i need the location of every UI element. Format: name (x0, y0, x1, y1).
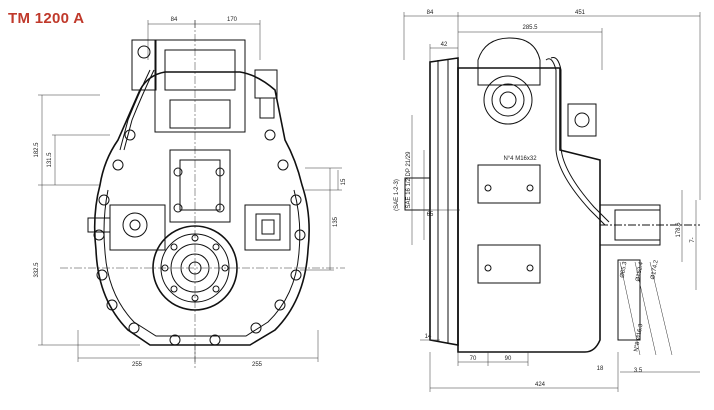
dim-side-d1: Ø85.3 (620, 261, 629, 279)
dim-front-top-right: 170 (227, 17, 238, 23)
dim-side-right-tall: 178.6 (676, 222, 682, 238)
dim-front-top-left: 84 (171, 17, 178, 23)
dim-side-shaft-offset: 65 (427, 212, 434, 218)
dim-front-left-upper: 182.5 (34, 142, 40, 158)
dim-front-bottom-right: 255 (252, 362, 263, 368)
side-view: 84 451 285.5 42 SAE 16 1/2 DP 21/29 (SAE… (394, 10, 701, 392)
dim-side-flange: 42 (441, 42, 448, 48)
dim-front-left-inner: 131.5 (47, 152, 53, 168)
dim-side-top-width: 285.5 (522, 25, 538, 31)
dim-side-small-b: 3.5 (634, 368, 643, 374)
dim-side-bottom-b: 90 (505, 356, 512, 362)
dim-side-d3: Ø174.2 (650, 259, 659, 280)
dim-side-holes: N°8 Ø16.3 (634, 323, 645, 352)
dim-side-right-edge: 7- (690, 237, 696, 242)
dim-front-right-small: 15 (341, 178, 347, 185)
front-view: 84 170 182.5 131.5 332.5 15 135 255 255 (34, 17, 347, 370)
dim-front-left-lower: 332.5 (34, 262, 40, 278)
dim-side-sae-housing: (SAE 1-2-3) (394, 179, 400, 211)
dim-side-small-a: 18 (597, 366, 604, 372)
dim-side-m16-note: N°4 M16x32 (503, 156, 537, 162)
dim-front-bottom-left: 255 (132, 362, 143, 368)
dim-side-sae: SAE 16 1/2 DP 21/29 (406, 151, 412, 209)
dim-side-top-total: 451 (575, 10, 586, 16)
dim-side-bottom-small: 14 (425, 334, 432, 340)
dim-side-d2: Ø152.4 (635, 261, 644, 282)
perimeter-bolts (93, 129, 306, 346)
dim-side-top-offset: 84 (427, 10, 434, 16)
dim-side-bottom-total: 424 (535, 382, 546, 388)
page-title: TM 1200 A (8, 10, 85, 27)
dim-side-bottom-a: 70 (470, 356, 477, 362)
dim-front-right-mid: 135 (333, 216, 339, 227)
